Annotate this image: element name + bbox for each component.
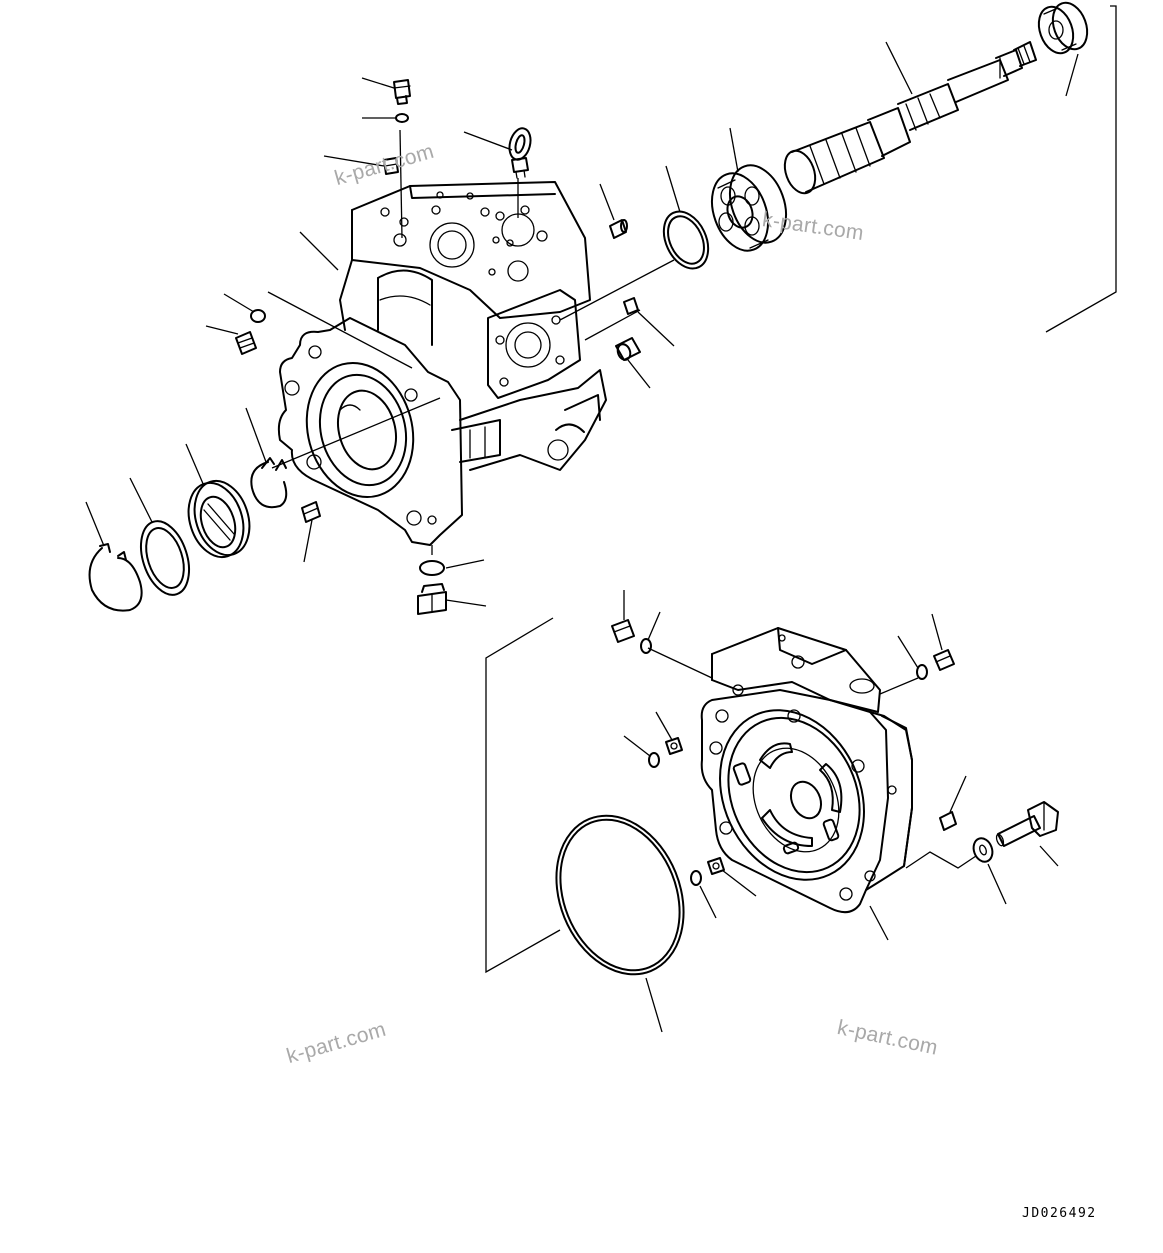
oil-seal[interactable] [180,474,259,564]
plug-upper[interactable] [383,157,399,175]
o-ring-cover-mid[interactable] [648,752,660,768]
bearing-front[interactable] [1033,0,1093,58]
cover-leaders [623,590,1059,1033]
spacer-ring[interactable] [132,515,197,601]
pump-case[interactable] [277,181,607,546]
plug-cover-right[interactable] [933,649,955,671]
left-leaders [205,293,255,335]
end-cover[interactable] [693,627,913,914]
o-ring-large[interactable] [534,796,707,993]
snap-ring-large[interactable] [88,543,143,612]
shaft-leaders [627,5,1117,389]
eye-bolt[interactable] [506,126,534,179]
plug-cover-left[interactable] [611,619,635,643]
plug-small-right[interactable] [609,219,628,239]
ring-leaders [85,407,313,563]
bottom-leaders [445,559,487,607]
bolt[interactable] [995,801,1059,847]
plug-cover-side[interactable] [939,811,957,831]
washer[interactable] [970,836,995,865]
o-ring-cover-lower[interactable] [690,870,702,886]
top-leaders [299,77,615,271]
assembly-axis-lines [267,129,675,555]
bearing-rear[interactable] [702,158,796,259]
o-ring-bottom[interactable] [419,560,445,576]
drawing-code: JD026492 [1022,1206,1097,1221]
plug-right[interactable] [623,297,639,315]
pin[interactable] [615,337,641,362]
drain-plug[interactable] [417,583,447,615]
o-ring-cover-left[interactable] [640,638,652,654]
lower-group-bracket [485,617,561,974]
o-ring-top[interactable] [395,113,409,123]
plug-cover-lower[interactable] [707,857,725,875]
plug-lower-left[interactable] [301,501,321,523]
plug-left[interactable] [235,331,257,355]
plug-top[interactable] [393,79,411,105]
o-ring-case[interactable] [655,204,717,275]
plug-cover-mid[interactable] [665,737,683,755]
o-ring-cover-right[interactable] [916,664,928,680]
snap-ring-small[interactable] [250,457,288,509]
drive-shaft[interactable] [779,41,1037,197]
o-ring-left[interactable] [250,309,266,323]
